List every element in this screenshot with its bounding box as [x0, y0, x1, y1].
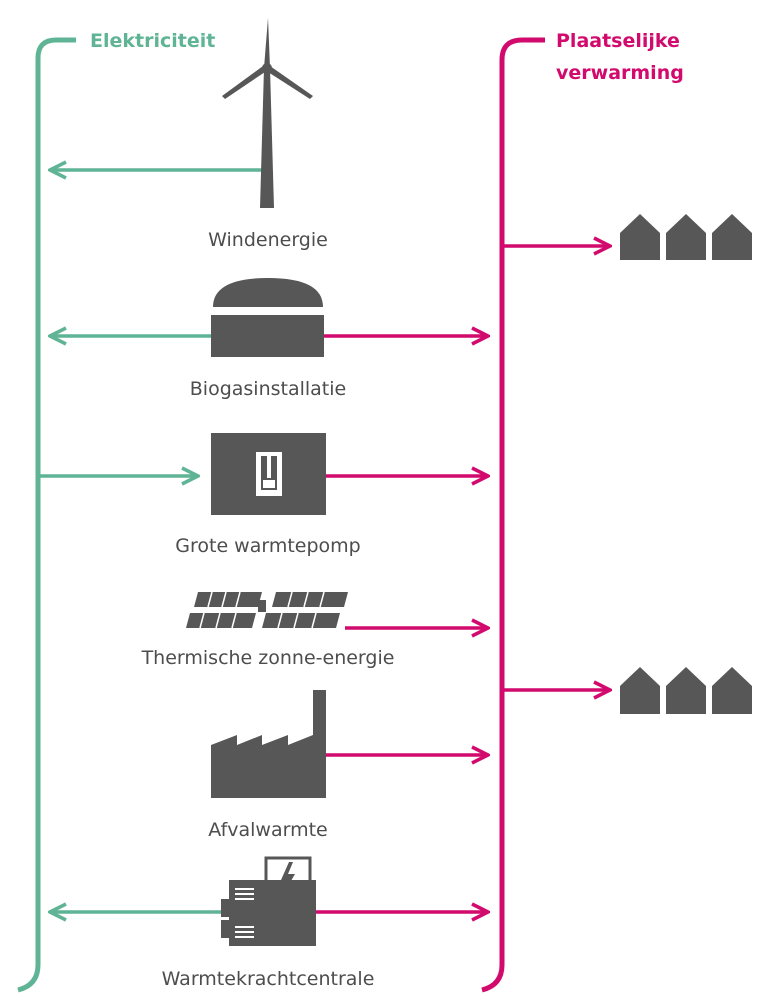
wind-label: Windenergie [208, 229, 328, 251]
wind-turbine-icon [222, 18, 313, 208]
houses-top-icon [620, 214, 752, 260]
solar-label: Thermische zonne-energie [141, 647, 395, 669]
chp-label: Warmtekrachtcentrale [161, 968, 375, 990]
biogas-installation-icon [211, 278, 324, 357]
electricity-bus-line [17, 37, 76, 993]
heat-bus-line [481, 37, 545, 993]
heat-heading-line2: verwarming [556, 62, 684, 84]
biogas-label: Biogasinstallatie [189, 378, 347, 400]
waste-label: Afvalwarmte [208, 819, 328, 841]
factory-icon [211, 690, 326, 798]
heat-pump-icon [211, 433, 326, 515]
chp-generator-icon [221, 856, 316, 946]
heat-heading-line1: Plaatselijke [556, 30, 680, 52]
heatpump-label: Grote warmtepomp [175, 535, 361, 557]
electricity-heading: Elektriciteit [90, 30, 216, 52]
solar-panels-icon [186, 591, 348, 629]
houses-bottom-icon [620, 667, 752, 714]
